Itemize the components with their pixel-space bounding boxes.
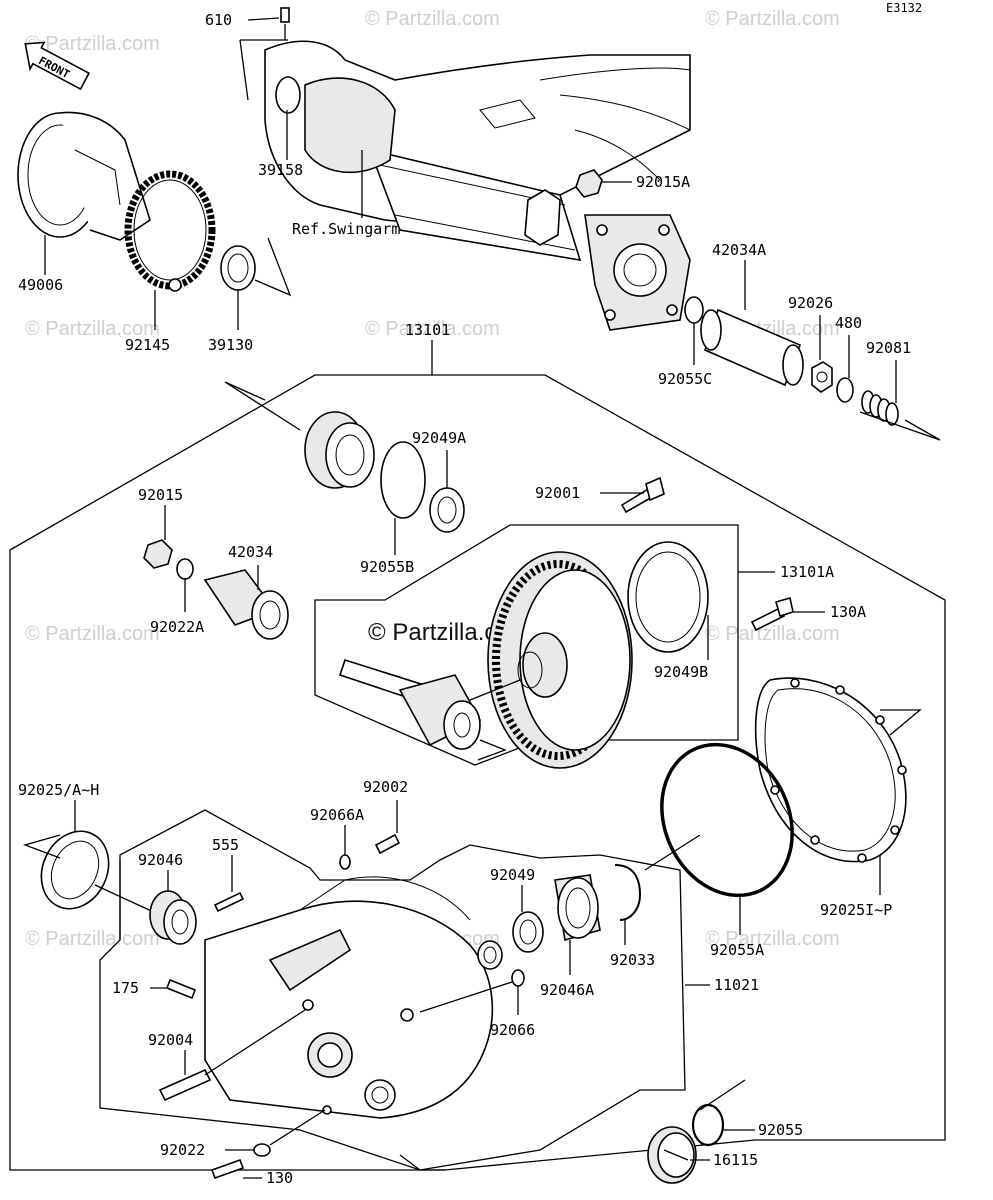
- stud-92004: [158, 1068, 212, 1102]
- bolt-92001: [600, 476, 665, 514]
- bushing-39130: [220, 237, 292, 330]
- label-92066: 92066: [490, 1021, 535, 1039]
- label-175: 175: [112, 979, 139, 997]
- bushing-small: [477, 940, 503, 970]
- label-13101: 13101: [405, 321, 450, 339]
- watermark-text: © Partzilla.com: [705, 928, 840, 950]
- label-39130: 39130: [208, 336, 253, 354]
- label-ref-swingarm: Ref.Swingarm: [292, 220, 400, 238]
- label-11021: 11021: [714, 976, 759, 994]
- label-92081: 92081: [866, 339, 911, 357]
- label-92049B: 92049B: [654, 663, 708, 681]
- label-92022A: 92022A: [150, 618, 204, 636]
- label-92046A: 92046A: [540, 981, 594, 999]
- nut-92015A: [575, 169, 632, 198]
- seal-92049: [512, 911, 544, 953]
- washer-92022: [253, 1143, 271, 1157]
- bearing-92046A: [554, 874, 601, 975]
- seal-92049B: [627, 541, 709, 653]
- dowel-92066: [511, 969, 525, 987]
- circlip-92033: [614, 864, 642, 921]
- pinion-shaft: [338, 659, 507, 761]
- swingarm-illustration: [264, 40, 691, 331]
- label-92004: 92004: [148, 1031, 193, 1049]
- cap-16115: [647, 1126, 710, 1184]
- assembly-outline-13101A: [314, 524, 739, 766]
- pin-555: [213, 891, 245, 913]
- dowel-92066A: [339, 854, 351, 870]
- nut-92015: [143, 539, 173, 569]
- label-92049: 92049: [490, 866, 535, 884]
- housing-11021: [204, 876, 494, 1119]
- label-130A: 130A: [830, 603, 866, 621]
- watermark-text: © Partzilla.com: [25, 318, 160, 340]
- watermark-text: © Partzilla.com: [705, 8, 840, 30]
- pin-610: [247, 7, 290, 40]
- label-555: 555: [212, 836, 239, 854]
- label-92055B: 92055B: [360, 558, 414, 576]
- gear-42034: [203, 565, 289, 640]
- label-92055: 92055: [758, 1121, 803, 1139]
- label-130: 130: [266, 1169, 293, 1187]
- nut-92026: [811, 315, 833, 393]
- label-92055A: 92055A: [710, 941, 764, 959]
- stud-92002: [374, 833, 401, 855]
- bolt-130: [210, 1158, 245, 1180]
- label-13101A: 13101A: [780, 563, 834, 581]
- seal-large: [304, 411, 375, 489]
- label-92025A-H: 92025/A~H: [18, 781, 99, 799]
- oring-92055A: [660, 742, 794, 898]
- watermark-text: © Partzilla.com: [25, 928, 160, 950]
- label-92046: 92046: [138, 851, 183, 869]
- label-92026: 92026: [788, 294, 833, 312]
- label-92145: 92145: [125, 336, 170, 354]
- label-92001: 92001: [535, 484, 580, 502]
- oring-92055C: [684, 296, 704, 324]
- label-92033: 92033: [610, 951, 655, 969]
- label-92015A: 92015A: [636, 173, 690, 191]
- washer-92022A: [176, 558, 194, 580]
- label-610: 610: [205, 11, 232, 29]
- label-92022: 92022: [160, 1141, 205, 1159]
- bearing-92046: [149, 870, 197, 945]
- ring-gear: [469, 551, 633, 769]
- boot-49006: [17, 111, 151, 275]
- assembly-outline-13101: [9, 374, 946, 1171]
- watermark-text: © Partzilla.com: [365, 8, 500, 30]
- label-92025I-P: 92025I~P: [820, 901, 892, 919]
- label-92055C: 92055C: [658, 370, 712, 388]
- watermark-text: © Partzilla.com: [705, 623, 840, 645]
- oring-92055B: [380, 441, 426, 519]
- sleeve-42034A: [700, 260, 804, 387]
- stud-175: [165, 978, 197, 1000]
- label-480: 480: [835, 314, 862, 332]
- label-39158: 39158: [258, 161, 303, 179]
- washer-480: [836, 377, 854, 403]
- label-92002: 92002: [363, 778, 408, 796]
- bolt-130A: [750, 596, 825, 632]
- label-49006: 49006: [18, 276, 63, 294]
- label-42034: 42034: [228, 543, 273, 561]
- spring-92081: [859, 360, 941, 441]
- label-92015: 92015: [138, 486, 183, 504]
- label-16115: 16115: [713, 1151, 758, 1169]
- diagram-code: E3132: [886, 1, 922, 15]
- oring-92055: [691, 1103, 725, 1147]
- label-92049A: 92049A: [412, 429, 466, 447]
- label-92066A: 92066A: [310, 806, 364, 824]
- clamp-92145: [124, 170, 216, 330]
- watermark-text: © Partzilla.com: [25, 623, 160, 645]
- seal-92049A: [429, 487, 465, 533]
- gasket-92025I-P: [754, 677, 922, 895]
- shim-92025A-H: [40, 830, 110, 910]
- label-42034A: 42034A: [712, 241, 766, 259]
- watermark-text: © Partzilla.com: [25, 33, 160, 55]
- watermark-text: © Partzilla.com: [365, 318, 500, 340]
